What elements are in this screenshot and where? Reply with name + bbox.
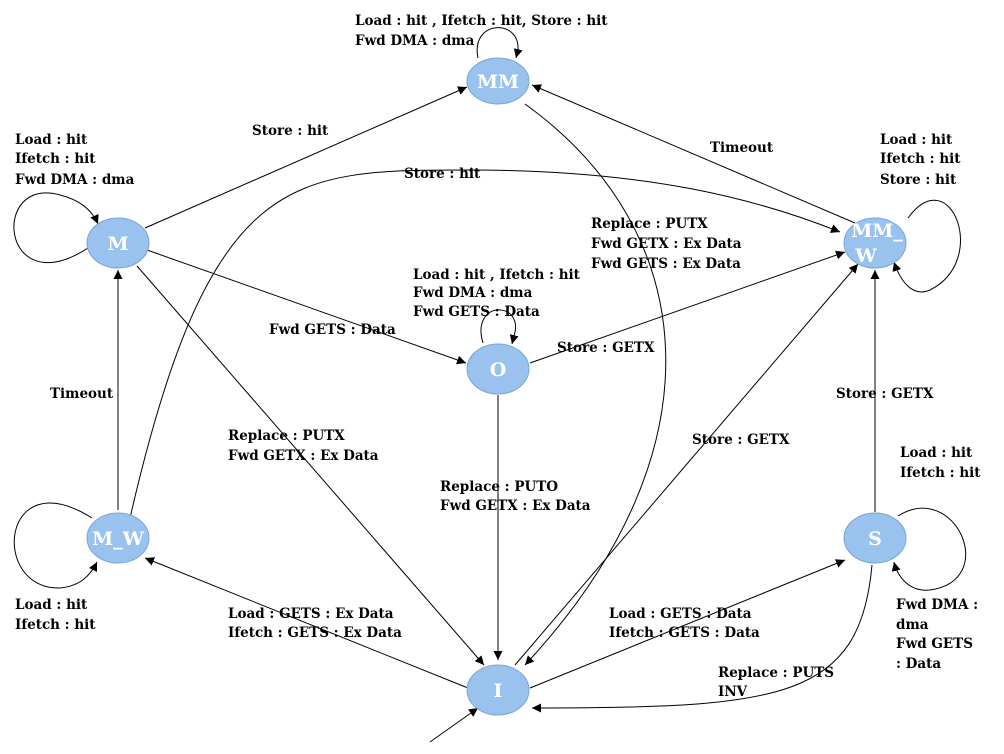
edge-m-self bbox=[13, 192, 99, 263]
edge-m-to-i bbox=[136, 265, 485, 666]
label-i-to-mmw: Store : GETX bbox=[692, 432, 790, 448]
label-s-self-6: : Data bbox=[896, 656, 941, 672]
label-m-to-mm: Store : hit bbox=[252, 123, 329, 139]
svg-text:MM_: MM_ bbox=[851, 220, 903, 242]
label-mm-to-i-1: Replace : PUTX bbox=[591, 216, 708, 232]
edge-mmw-self bbox=[892, 200, 961, 293]
svg-text:M: M bbox=[107, 233, 128, 255]
state-s: S bbox=[843, 512, 907, 564]
label-mmw-to-mm: Timeout bbox=[710, 140, 774, 156]
label-m-to-i-1: Replace : PUTX bbox=[228, 428, 345, 444]
label-i-to-mw-2: Ifetch : GETS : Ex Data bbox=[228, 625, 402, 641]
label-mmw-self-1: Load : hit bbox=[880, 132, 953, 148]
edge-mm-to-i bbox=[524, 103, 667, 666]
svg-text:O: O bbox=[490, 359, 507, 381]
state-m-w: M_W bbox=[86, 512, 150, 564]
label-m-self-2: Ifetch : hit bbox=[15, 151, 96, 167]
svg-text:S: S bbox=[868, 528, 882, 550]
svg-text:MM: MM bbox=[477, 71, 519, 93]
label-mw-to-m: Timeout bbox=[50, 386, 114, 402]
label-s-self-2: Ifetch : hit bbox=[900, 465, 981, 481]
state-i: I bbox=[466, 664, 530, 716]
edge-i-to-mw bbox=[144, 557, 469, 689]
edge-mmw-to-mm bbox=[531, 84, 856, 224]
svg-text:I: I bbox=[494, 680, 503, 702]
edge-initial bbox=[429, 707, 479, 743]
label-i-to-s-1: Load : GETS : Data bbox=[609, 606, 752, 622]
label-mmw-self-3: Store : hit bbox=[880, 172, 957, 188]
label-mw-self-1: Load : hit bbox=[15, 597, 88, 613]
label-o-self-3: Fwd GETS : Data bbox=[413, 304, 540, 320]
label-o-self-2: Fwd DMA : dma bbox=[413, 285, 533, 301]
label-o-to-i-1: Replace : PUTO bbox=[440, 479, 558, 495]
edge-i-to-mmw bbox=[514, 263, 859, 666]
label-s-self-1: Load : hit bbox=[900, 445, 973, 461]
label-s-self-5: Fwd GETS bbox=[896, 636, 973, 652]
edge-mw-self bbox=[13, 502, 98, 589]
edge-m-to-mm bbox=[144, 86, 468, 229]
label-mm-to-i-2: Fwd GETX : Ex Data bbox=[591, 236, 742, 252]
label-s-to-mmw: Store : GETX bbox=[836, 386, 934, 402]
state-o: O bbox=[466, 343, 530, 395]
label-mw-self-2: Ifetch : hit bbox=[15, 617, 96, 633]
label-mw-to-mmw: Store : hit bbox=[404, 166, 481, 182]
label-o-to-i-2: Fwd GETX : Ex Data bbox=[440, 498, 591, 514]
state-m: M bbox=[86, 217, 150, 269]
label-m-to-i-2: Fwd GETX : Ex Data bbox=[228, 448, 379, 464]
edge-mm-self bbox=[476, 27, 523, 59]
edge-labels: Load : hit , Ifetch : hit, Store : hit F… bbox=[15, 13, 981, 700]
edge-s-self bbox=[891, 507, 967, 591]
label-s-self-3: Fwd DMA : bbox=[896, 597, 978, 613]
state-mm: MM bbox=[466, 57, 530, 105]
label-mm-self-2: Fwd DMA : dma bbox=[355, 33, 475, 49]
label-m-self-3: Fwd DMA : dma bbox=[15, 172, 135, 188]
label-o-self-1: Load : hit , Ifetch : hit bbox=[413, 267, 581, 283]
label-m-to-o: Fwd GETS : Data bbox=[269, 322, 396, 338]
label-s-self-4: dma bbox=[896, 617, 929, 633]
label-mm-to-i-3: Fwd GETS : Ex Data bbox=[591, 256, 741, 272]
svg-text:W: W bbox=[854, 245, 877, 267]
edge-o-self bbox=[480, 309, 519, 345]
edge-s-to-i bbox=[531, 564, 873, 713]
edge-m-to-o bbox=[146, 249, 467, 365]
svg-text:M_W: M_W bbox=[92, 528, 145, 550]
edge-mw-to-mmw bbox=[129, 169, 841, 519]
label-o-to-mmw: Store : GETX bbox=[557, 340, 655, 356]
label-s-to-i-1: Replace : PUTS bbox=[718, 665, 834, 681]
label-m-self-1: Load : hit bbox=[15, 132, 88, 148]
state-mm-w: MM_ W bbox=[843, 217, 907, 269]
edge-o-to-mmw bbox=[529, 250, 846, 364]
edges bbox=[13, 27, 967, 743]
label-mmw-self-2: Ifetch : hit bbox=[880, 151, 961, 167]
label-s-to-i-2: INV bbox=[718, 684, 748, 700]
label-mm-self-1: Load : hit , Ifetch : hit, Store : hit bbox=[355, 13, 608, 29]
label-i-to-mw-1: Load : GETS : Ex Data bbox=[228, 606, 394, 622]
label-i-to-s-2: Ifetch : GETS : Data bbox=[609, 625, 760, 641]
edge-i-to-s bbox=[529, 559, 846, 689]
